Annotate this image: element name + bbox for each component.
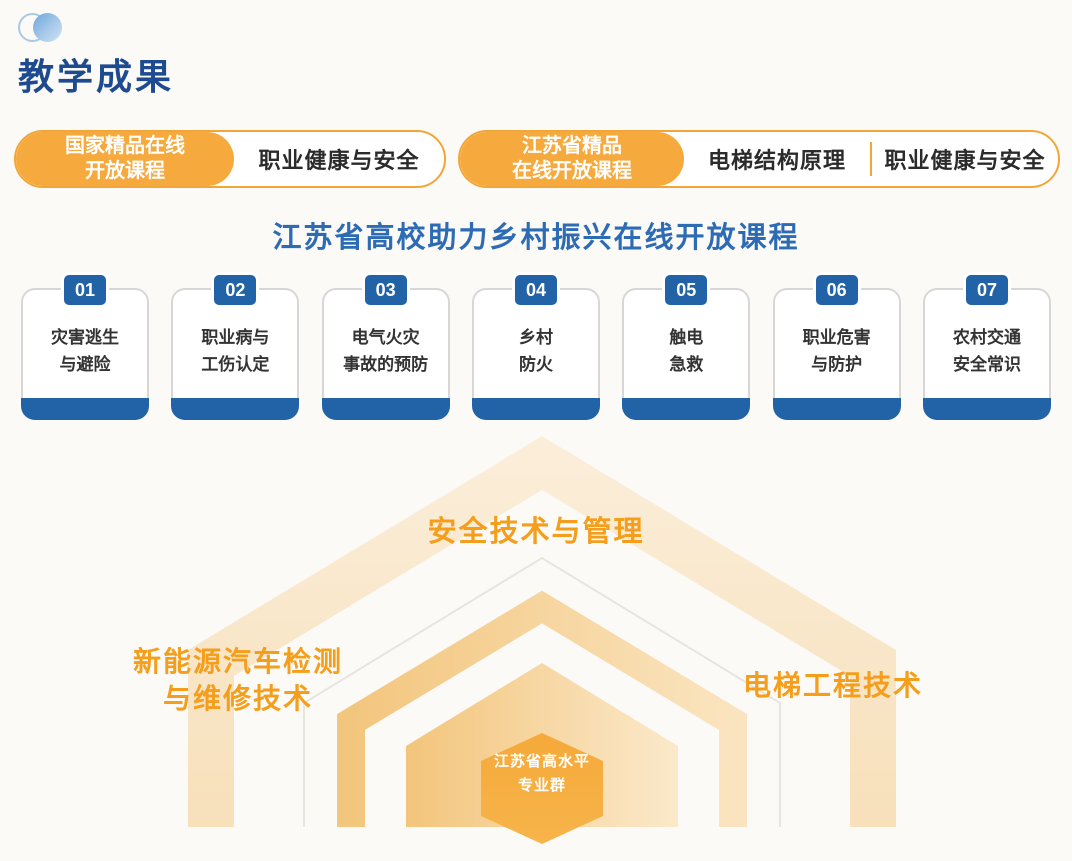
course-card: 07 农村交通 安全常识 xyxy=(922,272,1051,420)
course-card: 04 乡村 防火 xyxy=(471,272,600,420)
award-tag-line: 开放课程 xyxy=(85,160,165,182)
house-outline-thin xyxy=(303,556,781,827)
hexagon-label: 江苏省高水平 专业群 xyxy=(476,750,608,798)
house-outline-outer xyxy=(188,436,896,827)
card-title: 电气火灾 事故的预防 xyxy=(324,324,448,378)
page-title: 教学成果 xyxy=(18,56,175,97)
card-title-line: 安全常识 xyxy=(952,355,1021,375)
hexagon-label-line: 专业群 xyxy=(517,777,566,794)
award-tag-line: 江苏省精品 xyxy=(522,135,622,157)
award-banner-national: 国家精品在线 开放课程 职业健康与安全 xyxy=(14,130,446,188)
card-footer-bar xyxy=(171,398,300,420)
card-title: 职业病与 工伤认定 xyxy=(173,324,297,378)
house-outline-inner-band xyxy=(337,590,747,827)
course-card: 06 职业危害 与防护 xyxy=(772,272,901,420)
card-title-line: 事故的预防 xyxy=(343,355,429,375)
card-number-badge: 01 xyxy=(61,272,109,308)
card-footer-bar xyxy=(21,398,149,420)
pyramid-top-label: 安全技术与管理 xyxy=(427,516,645,548)
professional-group-diagram: 安全技术与管理 新能源汽车检测 与维修技术 电梯工程技术 江苏省高水平 专业群 xyxy=(0,420,1072,861)
course-card: 05 触电 急救 xyxy=(622,272,751,420)
card-title: 农村交通 安全常识 xyxy=(925,324,1049,378)
section-heading: 江苏省高校助力乡村振兴在线开放课程 xyxy=(272,222,800,254)
card-body: 电气火灾 事故的预防 xyxy=(321,288,450,420)
card-number-badge: 02 xyxy=(211,272,260,308)
award-banners-row: 国家精品在线 开放课程 职业健康与安全 江苏省精品 在线开放课程 电梯结构原理 … xyxy=(14,130,1060,188)
card-title-line: 急救 xyxy=(669,355,704,375)
header: 教学成果 xyxy=(0,0,1072,100)
card-footer-bar xyxy=(922,398,1051,420)
nested-house-shapes-graphic xyxy=(188,436,896,844)
card-title-line: 电气火灾 xyxy=(351,328,420,347)
card-title-line: 防火 xyxy=(518,355,553,375)
card-number-badge: 06 xyxy=(812,272,861,308)
pyramid-left-label-line: 新能源汽车检测 xyxy=(132,646,343,677)
pyramid-left-label: 新能源汽车检测 与维修技术 xyxy=(88,644,388,718)
award-tag-provincial: 江苏省精品 在线开放课程 xyxy=(460,132,684,186)
card-title-line: 职业病与 xyxy=(201,328,270,347)
card-number-badge: 07 xyxy=(962,272,1011,308)
card-body: 职业危害 与防护 xyxy=(772,288,901,420)
card-title: 乡村 防火 xyxy=(474,324,598,378)
card-title: 触电 急救 xyxy=(624,324,748,378)
award-tag-line: 在线开放课程 xyxy=(512,160,632,182)
card-body: 职业病与 工伤认定 xyxy=(171,288,300,420)
card-number-badge: 03 xyxy=(361,272,410,308)
card-title-line: 农村交通 xyxy=(952,328,1021,347)
course-cards-row: 01 灾害逃生 与避险 02 职业病与 工伤认定 03 电气火灾 事故的预防 xyxy=(0,272,1072,420)
overlapping-circles-logo-icon xyxy=(18,12,70,44)
card-body: 乡村 防火 xyxy=(471,288,600,420)
award-banner-provincial: 江苏省精品 在线开放课程 电梯结构原理 职业健康与安全 xyxy=(458,130,1060,188)
award-course-list: 电梯结构原理 职业健康与安全 xyxy=(684,132,1058,186)
course-label: 职业健康与安全 xyxy=(258,148,420,173)
card-title-line: 职业危害 xyxy=(802,328,871,347)
card-footer-bar xyxy=(321,398,450,420)
course-label: 电梯结构原理 xyxy=(707,148,846,173)
award-course-list: 职业健康与安全 xyxy=(234,132,444,186)
card-title-line: 工伤认定 xyxy=(201,355,270,375)
card-title-line: 乡村 xyxy=(518,328,553,347)
card-number-badge: 05 xyxy=(662,272,711,308)
vertical-divider xyxy=(870,142,872,176)
course-card: 03 电气火灾 事故的预防 xyxy=(321,272,450,420)
card-footer-bar xyxy=(471,398,600,420)
card-body: 触电 急救 xyxy=(622,288,751,420)
card-footer-bar xyxy=(772,398,901,420)
card-title-line: 与防护 xyxy=(811,355,863,375)
card-title-line: 与避险 xyxy=(59,355,111,375)
card-title: 灾害逃生 与避险 xyxy=(23,324,147,378)
hexagon-label-line: 江苏省高水平 xyxy=(493,753,590,770)
course-label: 职业健康与安全 xyxy=(884,148,1046,173)
pyramid-left-label-line: 与维修技术 xyxy=(162,682,313,714)
center-hexagon xyxy=(481,733,603,844)
award-tag-national: 国家精品在线 开放课程 xyxy=(16,132,234,186)
award-tag-line: 国家精品在线 xyxy=(65,135,185,157)
card-footer-bar xyxy=(622,398,751,420)
logo-filled-circle xyxy=(33,13,62,42)
pyramid-right-label: 电梯工程技术 xyxy=(742,670,923,701)
course-card: 02 职业病与 工伤认定 xyxy=(171,272,300,420)
card-title-line: 灾害逃生 xyxy=(51,328,119,347)
card-body: 农村交通 安全常识 xyxy=(922,288,1051,420)
card-body: 灾害逃生 与避险 xyxy=(21,288,149,420)
course-card: 01 灾害逃生 与避险 xyxy=(21,272,149,420)
card-number-badge: 04 xyxy=(511,272,560,308)
card-title: 职业危害 与防护 xyxy=(775,324,899,378)
card-title-line: 触电 xyxy=(669,328,704,347)
